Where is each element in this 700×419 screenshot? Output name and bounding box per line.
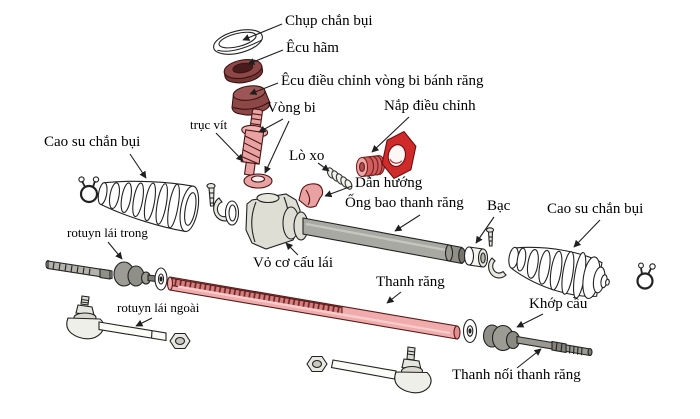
label-left-boot: Cao su chắn bụi [44,134,141,150]
label-right-boot: Cao su chắn bụi [547,201,644,217]
label-connecting-rod: Thanh nối thanh răng [452,367,581,383]
rack-tube-part [302,217,466,265]
label-spring: Lò xo [289,148,325,164]
label-housing: Vỏ cơ cấu lái [253,255,333,271]
inner-tie-rod-part [45,259,157,287]
ring-seal-part [224,200,240,226]
rack-guide-part [298,183,324,208]
label-outer-tie-rod: rotuyn lái ngoài [117,300,200,315]
ball-joint-rod-part [482,324,593,357]
washer-right [462,318,478,344]
label-ball-joint: Khớp cầu [529,296,588,312]
tie-rod-end-bottom [330,346,432,394]
hex-nut-left [169,332,191,350]
bushing-part [463,246,489,268]
label-rack: Thanh răng [376,274,445,290]
dust-cap-part [213,29,263,55]
left-boot-part [97,180,200,233]
adjust-cap-part [381,130,417,180]
left-boot-clamp [78,176,100,204]
label-rack-tube: Ống bao thanh răng [345,195,464,211]
rack-part [166,276,461,340]
label-bushing: Bạc [487,198,511,214]
housing-part [245,192,309,250]
label-lock-nut: Êcu hãm [286,40,339,56]
right-clamp-band [488,257,507,279]
leader-arrows [107,23,601,369]
label-rack-guide: Dẫn hướng [355,175,423,191]
right-screw-part [485,227,495,247]
label-inner-tie-rod: rotuyn lái trong [67,225,148,240]
label-adjust-nut: Êcu điều chỉnh vòng bi bánh răng [281,73,484,89]
label-bearing: Vòng bi [267,100,316,116]
hex-nut-bottom [306,355,328,373]
left-screw-part [206,182,216,207]
adjust-plug-part [355,154,386,178]
label-adjust-cap: Nắp điều chỉnh [384,98,476,114]
label-dust-cap: Chụp chắn bụi [285,13,373,29]
washer-left [154,267,168,291]
lock-nut-part [223,58,264,84]
pinion-shaft-part [240,108,269,177]
spring-part [326,167,353,190]
right-boot-part [508,246,610,300]
tie-rod-end-left [66,295,167,342]
lower-bearing-part [243,173,273,189]
right-boot-clamp [636,262,656,290]
label-pinion: trục vít [190,117,228,132]
